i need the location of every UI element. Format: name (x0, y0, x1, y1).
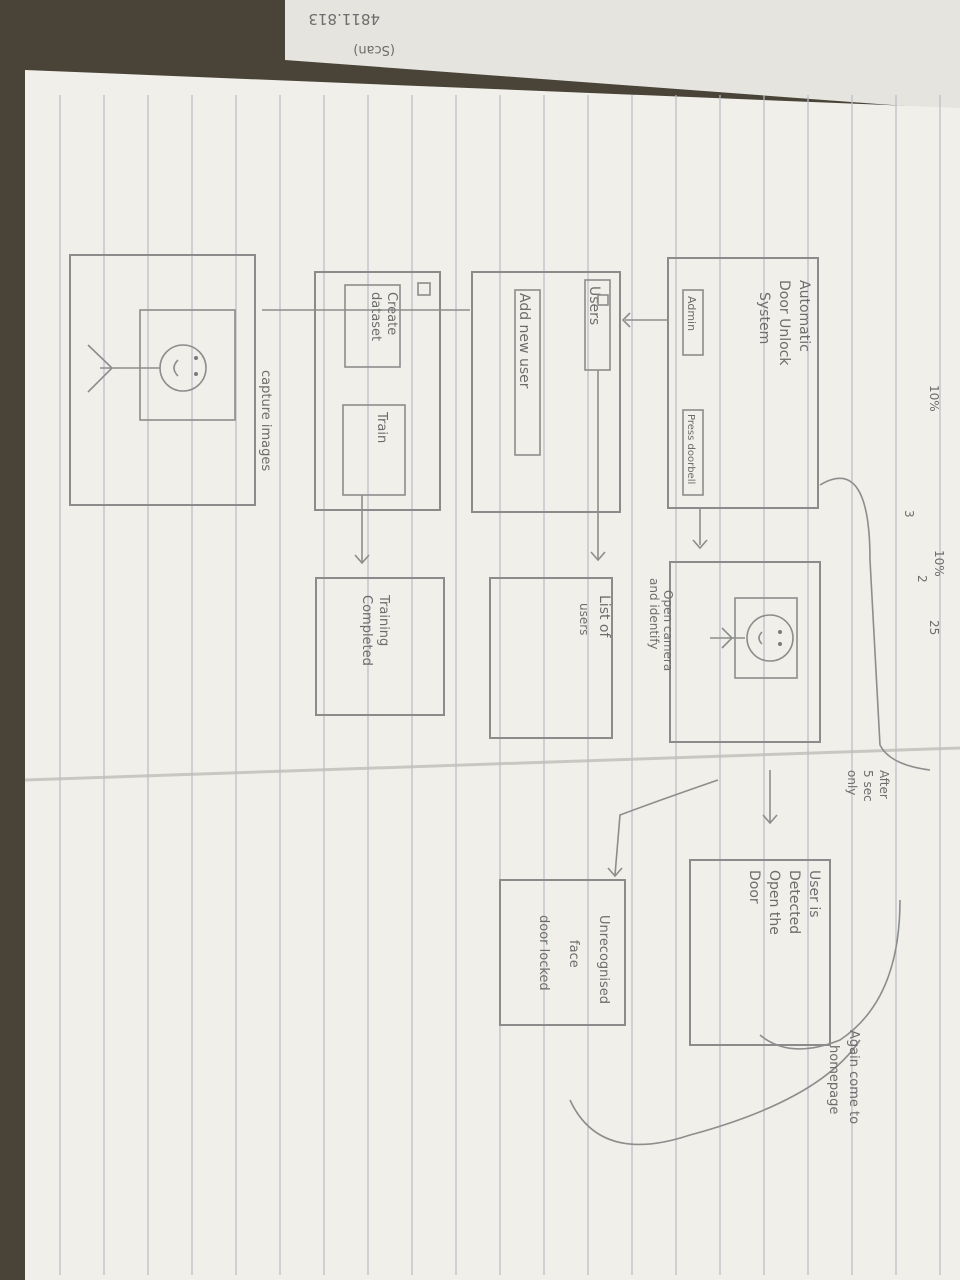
capture-face-smile (173, 359, 179, 377)
users-list-screen: List of users (489, 577, 613, 739)
detected-line-2: Detected (786, 870, 802, 934)
homepage-title-line-1: Automatic (796, 280, 812, 352)
top-paper-scrap (285, 0, 960, 110)
arrow-admin-head (621, 312, 631, 328)
detected-line-4: Door (746, 870, 762, 904)
capture-frame (69, 254, 256, 506)
capture-preview (139, 309, 236, 421)
camera-frame (669, 561, 821, 743)
return-loop-detected (759, 899, 901, 1050)
users-list-caption-line-1: List of (596, 595, 612, 638)
dataset-screen: Create dataset Train (314, 271, 441, 511)
scrap-text-1: 4811.813 (308, 10, 380, 28)
margin-note-5: 25 (927, 620, 941, 635)
margin-note-2: 2 (915, 575, 929, 583)
timing-note-line-3: only (845, 770, 859, 795)
return-loop-unrecognised (569, 1039, 861, 1146)
face-eye-2 (778, 642, 782, 646)
capture-screen: capture images (69, 254, 273, 506)
face-smile (758, 631, 763, 645)
unrecognised-line-2: face (566, 940, 581, 968)
face-eye-1 (778, 630, 782, 634)
homepage-title-line-2: Door Unlock (776, 280, 792, 366)
camera-caption-line-1: Open camera (661, 590, 675, 671)
return-loop-top (819, 477, 931, 771)
arrow-train-head (354, 554, 370, 565)
press-doorbell-button[interactable] (682, 409, 704, 496)
press-doorbell-label: Press doorbell (685, 414, 696, 484)
capture-face-arms (87, 344, 114, 393)
users-list-caption-line-2: users (577, 603, 591, 635)
ruled-lines (59, 95, 941, 1275)
detected-frame (689, 859, 831, 1046)
create-dataset-line-2: dataset (368, 292, 383, 341)
homepage-title-line-3: System (756, 292, 772, 344)
add-new-user-label: Add new user (516, 293, 532, 389)
homepage-frame (667, 257, 819, 509)
arrow-doorbell-head (692, 539, 708, 550)
detected-line-3: Open the (766, 870, 782, 935)
margin-note-3: 3 (902, 510, 916, 518)
margin-notes: 10% 2 3 10% 25 (902, 385, 946, 635)
admin-small-icon (597, 294, 609, 306)
return-note-line-2: homepage (826, 1045, 841, 1114)
unrecognised-text: Unrecognised face door locked (536, 915, 611, 1004)
arrow-users-head (590, 551, 606, 562)
camera-screen: Open camera and identify (647, 561, 821, 743)
return-note-line-1: Again come to (846, 1030, 861, 1124)
dataset-small-icon (417, 282, 431, 296)
arrow-detected-head (762, 814, 778, 825)
training-line-1: Training (376, 594, 391, 646)
training-line-2: Completed (359, 595, 374, 666)
detected-text: User is Detected Open the Door (746, 870, 822, 935)
notebook-page (25, 70, 960, 1280)
timing-note-line-2: 5 sec (861, 770, 875, 802)
admin-button-label: Admin (685, 296, 698, 331)
admin-button[interactable] (682, 289, 704, 356)
return-note: Again come to homepage (826, 1030, 861, 1124)
capture-face-eye-1 (194, 356, 198, 360)
users-list-frame (489, 577, 613, 739)
homepage-screen: Automatic Door Unlock System Admin Press… (667, 257, 819, 509)
users-list-caption: List of users (577, 595, 612, 638)
dataset-frame (314, 271, 441, 511)
train-label: Train (374, 411, 389, 443)
unrecognised-line-1: Unrecognised (596, 915, 611, 1004)
training-frame (315, 577, 445, 716)
train-button[interactable] (342, 404, 406, 496)
capture-face-eye-2 (194, 372, 198, 376)
admin-frame (471, 271, 621, 513)
add-new-user-button[interactable] (514, 289, 541, 456)
detected-line-1: User is (806, 870, 822, 918)
page-fold (24, 746, 960, 782)
scrap-text-2: (Scan) (353, 42, 395, 57)
timing-note: After 5 sec only (845, 770, 891, 802)
camera-caption: Open camera and identify (647, 578, 675, 671)
create-dataset-line-1: Create (384, 292, 399, 335)
capture-caption: capture images (258, 370, 273, 471)
result-section: After 5 sec only User is Detected Open t… (499, 770, 901, 1146)
arrow-to-unrecognised (614, 779, 719, 876)
face-icon (746, 614, 794, 662)
timing-note-line-1: After (877, 770, 891, 799)
unrecognised-frame (499, 879, 626, 1026)
face-arms (721, 627, 734, 649)
create-dataset-button[interactable] (344, 284, 401, 368)
homepage-title: Automatic Door Unlock System (756, 280, 812, 366)
admin-screen: Users Add new user (471, 271, 621, 513)
unrecognised-line-3: door locked (536, 915, 551, 991)
training-screen: Training Completed (315, 577, 445, 716)
arrow-unrecognised-head (607, 867, 623, 878)
camera-caption-line-2: and identify (647, 578, 661, 649)
margin-note-1: 10% (927, 385, 941, 412)
margin-note-4: 10% (932, 550, 946, 577)
